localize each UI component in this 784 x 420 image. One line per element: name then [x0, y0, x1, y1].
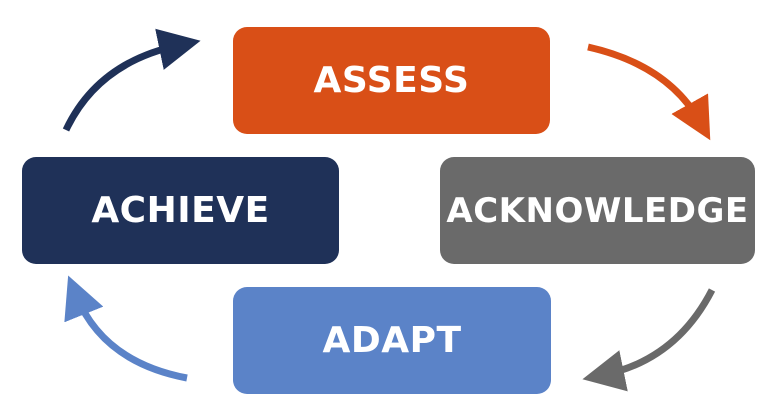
- step-achieve: ACHIEVE: [22, 157, 339, 264]
- step-assess-label: ASSESS: [313, 60, 470, 101]
- arrow-adapt-to-achieve: [64, 275, 188, 382]
- step-adapt: ADAPT: [233, 287, 551, 394]
- step-achieve-label: ACHIEVE: [91, 190, 270, 231]
- arrow-acknowledge-to-adapt: [582, 288, 716, 392]
- step-acknowledge-label: ACKNOWLEDGE: [446, 190, 749, 231]
- step-assess: ASSESS: [233, 27, 550, 134]
- arrow-assess-to-acknowledge: [587, 43, 711, 141]
- arrow-achieve-to-assess: [62, 28, 201, 132]
- step-acknowledge: ACKNOWLEDGE: [440, 157, 755, 264]
- step-adapt-label: ADAPT: [322, 320, 462, 361]
